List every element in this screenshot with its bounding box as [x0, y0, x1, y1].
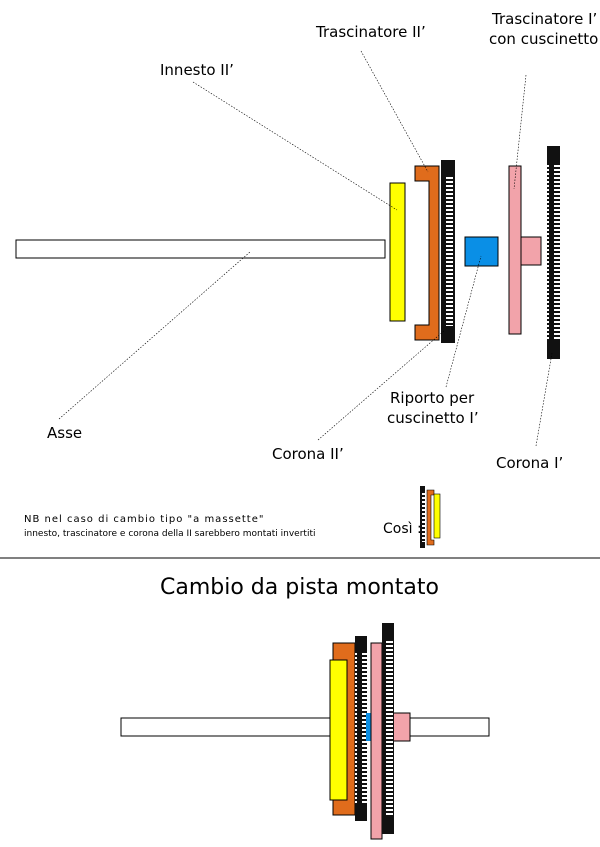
label-corona-1: Corona I’ — [496, 454, 563, 472]
label-innesto-2: Innesto II’ — [160, 61, 234, 79]
label-riporto-line2: cuscinetto I’ — [387, 409, 479, 427]
corona-2-gear — [441, 160, 455, 343]
assembled-corona-2 — [355, 636, 367, 821]
inverted-assembly-mini — [420, 486, 441, 548]
note-cosi: Così : — [383, 521, 422, 537]
label-trascinatore-1-line2: con cuscinetto — [489, 30, 598, 48]
assembled-trascinatore-1-hub — [391, 712, 411, 742]
assembled-innesto-2 — [329, 659, 348, 801]
assembled-riporto — [366, 713, 372, 741]
label-trascinatore-2: Trascinatore II’ — [315, 23, 426, 41]
assembled-trascinatore-1 — [370, 642, 383, 840]
corona-1-gear — [547, 146, 560, 359]
trascinatore-2-part — [414, 165, 440, 341]
label-trascinatore-1-line1: Trascinatore I’ — [491, 10, 597, 28]
assembled-corona-1 — [382, 623, 394, 834]
riporto-cuscinetto-part — [464, 236, 499, 267]
trascinatore-1-part — [508, 165, 542, 335]
assembled-axle — [120, 717, 490, 737]
note-line2: innesto, trascinatore e corona della II … — [24, 529, 315, 539]
label-corona-2: Corona II’ — [272, 445, 344, 463]
leader-lines — [58, 50, 553, 447]
axle-shaft — [15, 239, 386, 259]
section-title: Cambio da pista montato — [160, 575, 439, 600]
label-asse: Asse — [47, 424, 82, 442]
label-riporto-line1: Riporto per — [390, 389, 475, 407]
innesto-2-part — [389, 182, 406, 322]
note-line1: NB nel caso di cambio tipo "a massette" — [24, 514, 264, 525]
